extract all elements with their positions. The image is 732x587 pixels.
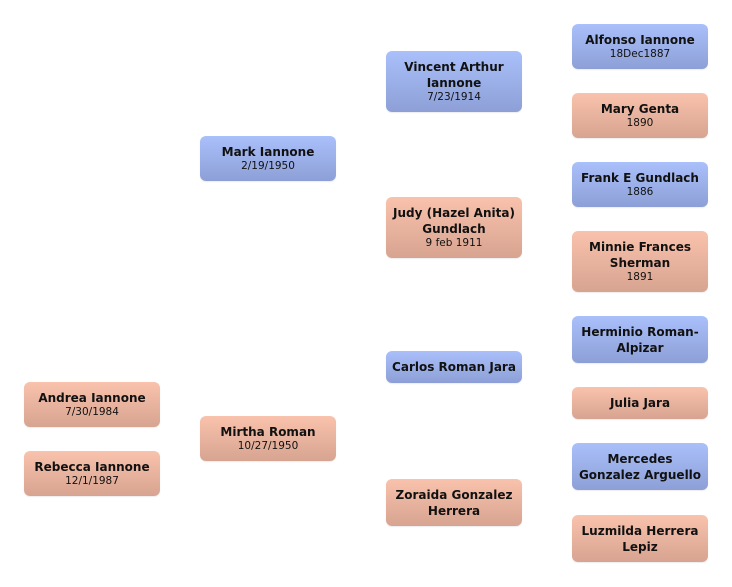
person-date: 7/23/1914 — [427, 91, 481, 103]
person-name: Mirtha Roman — [220, 425, 316, 439]
person-date: 1891 — [626, 271, 654, 283]
person-name: Mark Iannone — [221, 145, 315, 159]
person-date: 9 feb 1911 — [425, 237, 483, 249]
person-name: Alfonso Iannone — [585, 33, 695, 47]
person-name: Frank E Gundlach — [581, 171, 699, 185]
person-name: Minnie Frances Sherman — [589, 240, 691, 270]
person-date: 7/30/1984 — [65, 406, 119, 418]
person-date: 10/27/1950 — [237, 440, 299, 452]
person-node[interactable]: Zoraida Gonzalez Herrera — [386, 479, 522, 526]
person-node[interactable]: Luzmilda Herrera Lepiz — [572, 515, 708, 562]
person-date: 1886 — [626, 186, 654, 198]
person-name: Carlos Roman Jara — [392, 360, 516, 374]
person-date: 2/19/1950 — [241, 160, 295, 172]
person-name: Vincent Arthur Iannone — [404, 60, 504, 90]
person-name: Zoraida Gonzalez Herrera — [395, 487, 513, 518]
person-name: Mary Genta — [600, 102, 680, 116]
person-name: Herminio Roman-Alpizar — [581, 324, 699, 355]
person-date: 12/1/1987 — [65, 475, 119, 487]
person-node[interactable]: Mercedes Gonzalez Arguello — [572, 443, 708, 490]
person-date: 1890 — [626, 117, 654, 129]
person-name: Andrea Iannone — [38, 391, 146, 405]
person-node[interactable]: Carlos Roman Jara — [386, 351, 522, 383]
person-name: Judy (Hazel Anita) Gundlach — [393, 206, 515, 236]
person-node[interactable]: Julia Jara — [572, 387, 708, 419]
person-node[interactable]: Herminio Roman-Alpizar — [572, 316, 708, 363]
person-name: Rebecca Iannone — [34, 460, 150, 474]
person-name: Julia Jara — [609, 396, 671, 410]
person-name: Luzmilda Herrera Lepiz — [581, 523, 699, 554]
person-name: Mercedes Gonzalez Arguello — [578, 451, 702, 482]
person-date: 18Dec1887 — [609, 48, 671, 60]
